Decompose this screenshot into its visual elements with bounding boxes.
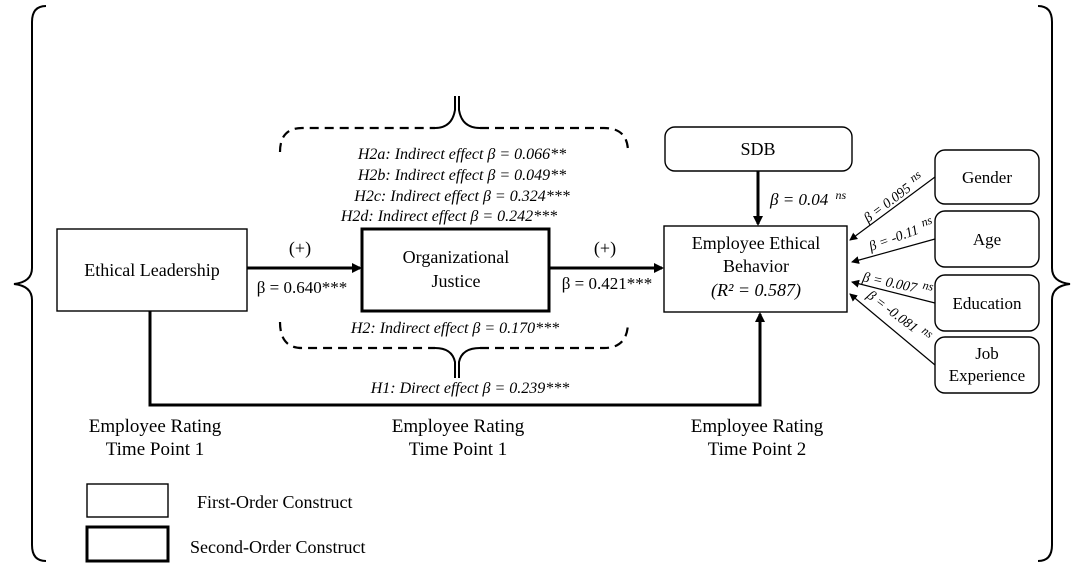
label-gender-beta: β = 0.095 ns — [858, 167, 928, 227]
node-sdb: SDB — [664, 126, 853, 172]
label-gender-beta-sup: ns — [907, 167, 924, 185]
node-jobexp-line1: Job — [975, 344, 999, 363]
svg-text:β = 0.095 ns: β = 0.095 ns — [858, 167, 928, 227]
arrow-education-eeb — [851, 279, 936, 304]
node-oj-line1: Organizational — [403, 247, 510, 267]
node-ethical-leadership: Ethical Leadership — [56, 228, 248, 312]
rating-3-line1: Employee Rating — [691, 416, 824, 437]
legend-second-order-label: Second-Order Construct — [190, 537, 365, 557]
node-age: Age — [934, 210, 1040, 268]
effect-h2d: H2d: Indirect effect β = 0.242*** — [340, 208, 557, 225]
label-age-beta-sup: ns — [919, 213, 934, 230]
effect-h2a: H2a: Indirect effect β = 0.066** — [357, 146, 566, 163]
node-oj-line2: Justice — [432, 271, 481, 291]
node-jobexp-line2: Experience — [949, 366, 1025, 385]
rating-3-line2: Time Point 2 — [708, 439, 807, 460]
node-age-label: Age — [973, 230, 1001, 249]
legend-second-order-swatch — [85, 525, 170, 563]
rating-1-line2: Time Point 1 — [106, 439, 205, 460]
bottom-dashed-brace — [278, 321, 630, 378]
rating-2-line1: Employee Rating — [392, 416, 525, 437]
arrow-el-eeb-direct — [148, 311, 765, 407]
effect-h1: H1: Direct effect β = 0.239*** — [370, 380, 570, 397]
effect-h2c: H2c: Indirect effect β = 0.324*** — [353, 188, 569, 205]
outer-right-brace — [1037, 5, 1071, 562]
label-el-oj-sign: (+) — [289, 238, 311, 259]
arrow-age-eeb — [851, 238, 936, 264]
node-sdb-label: SDB — [740, 139, 775, 159]
rating-2-line2: Time Point 1 — [409, 439, 508, 460]
top-dashed-brace — [278, 96, 630, 153]
label-jobexp-beta-sup: ns — [919, 323, 936, 341]
label-oj-eeb-beta: β = 0.421*** — [562, 274, 653, 293]
node-job-experience: Job Experience — [934, 336, 1040, 394]
label-el-oj-beta: β = 0.640*** — [257, 278, 348, 297]
node-eeb-line1: Employee Ethical — [692, 233, 820, 253]
effect-h2b: H2b: Indirect effect β = 0.049** — [357, 167, 566, 184]
outer-left-brace — [13, 5, 47, 562]
legend-first-order-swatch — [86, 483, 169, 518]
legend: First-Order Construct Second-Order Const… — [85, 483, 365, 563]
node-gender: Gender — [934, 149, 1040, 205]
node-education: Education — [934, 274, 1040, 332]
label-sdb-beta: β = 0.04 ns — [769, 188, 846, 209]
node-eeb-line2: Behavior — [723, 256, 789, 276]
label-education-beta-sup: ns — [922, 278, 936, 294]
node-eeb-r2: (R² = 0.587) — [711, 280, 801, 301]
node-gender-label: Gender — [962, 168, 1012, 187]
label-sdb-beta-value: β = 0.04 — [769, 190, 829, 209]
effect-h2: H2: Indirect effect β = 0.170*** — [350, 320, 559, 337]
node-ethical-leadership-label: Ethical Leadership — [84, 260, 219, 280]
node-employee-ethical-behavior: Employee Ethical Behavior (R² = 0.587) — [663, 225, 848, 313]
svg-text:β = 0.04 ns: β = 0.04 ns — [769, 188, 846, 209]
node-education-label: Education — [953, 294, 1022, 313]
label-oj-eeb-sign: (+) — [594, 238, 616, 259]
label-sdb-beta-sup: ns — [835, 188, 846, 202]
arrow-jobexp-eeb — [849, 293, 936, 366]
legend-first-order-label: First-Order Construct — [197, 492, 352, 512]
rating-1-line1: Employee Rating — [89, 416, 222, 437]
arrow-gender-eeb — [849, 176, 936, 241]
node-organizational-justice: Organizational Justice — [360, 227, 551, 313]
label-gender-beta-value: β = 0.095 — [861, 181, 915, 227]
